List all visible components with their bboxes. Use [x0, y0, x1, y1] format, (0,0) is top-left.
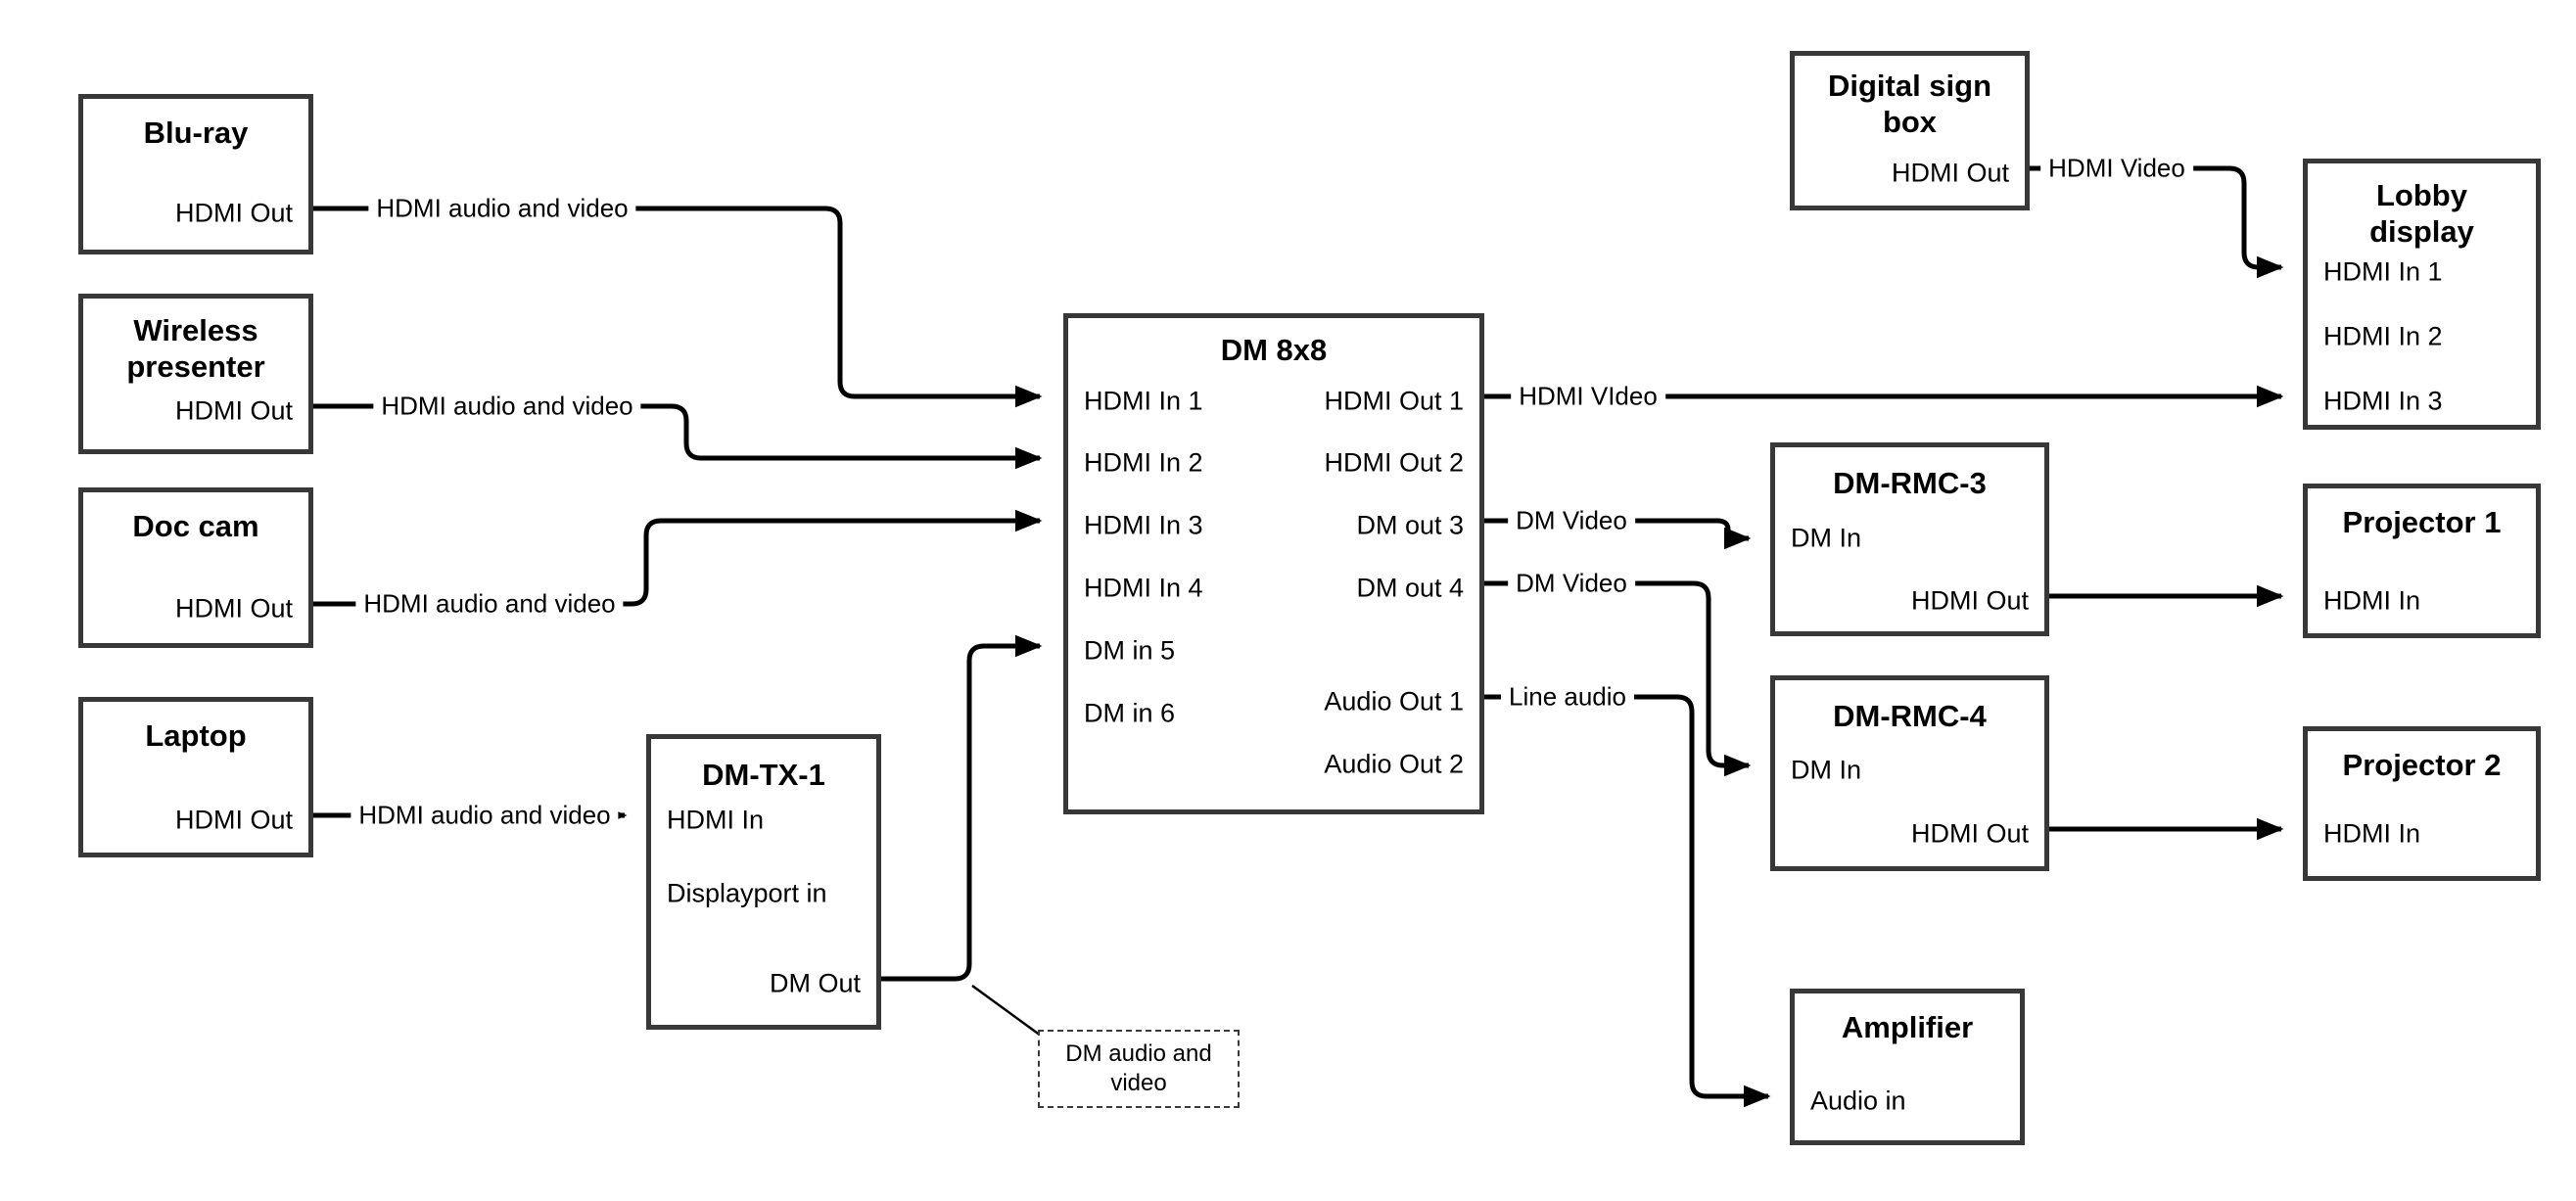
wire-label-hdmi-video-digisign: HDMI Video — [2040, 151, 2193, 186]
port-hdmi-out: HDMI Out — [1891, 158, 2009, 188]
wire-doccam-to-dm8x8-in3 — [313, 509, 1043, 607]
node-title: Blu-ray — [143, 115, 249, 150]
port-hdmi-out: HDMI Out — [174, 198, 293, 228]
port-hdmi-in-1: HDMI In 1 — [1084, 386, 1203, 416]
port-dm-in: DM In — [1791, 523, 1862, 553]
wire-wireless-to-dm8x8-in2 — [313, 403, 1043, 470]
port-displayport-in: Displayport in — [667, 878, 827, 908]
node-amplifier[interactable]: Amplifier Audio in — [1790, 989, 2025, 1145]
node-digital-sign-box[interactable]: Digital sign box HDMI Out — [1790, 51, 2030, 210]
wire-label-hdmi-audio-video-1: HDMI audio and video — [368, 191, 636, 226]
port-hdmi-out: HDMI Out — [174, 805, 293, 835]
port-hdmi-out: HDMI Out — [1910, 818, 2029, 849]
port-hdmi-in-2: HDMI In 2 — [2323, 321, 2443, 351]
wire-dm8x8-out4-to-dmrmc4-dmin — [1484, 580, 1752, 777]
wire-label-dm-video-out4: DM Video — [1508, 566, 1635, 601]
port-dm-out-3: DM out 3 — [1356, 510, 1464, 540]
node-lobby-display[interactable]: Lobby display HDMI In 1 HDMI In 2 HDMI I… — [2303, 159, 2541, 430]
port-hdmi-out: HDMI Out — [174, 395, 293, 426]
node-title: Laptop — [145, 718, 247, 753]
note-text: DM audio and video — [1065, 1040, 1212, 1096]
node-title: DM-RMC-4 — [1833, 699, 1987, 733]
port-hdmi-in-2: HDMI In 2 — [1084, 447, 1203, 478]
wire-dm8x8-audio1-to-amp — [1484, 694, 1771, 1108]
wire-label-hdmi-audio-video-3: HDMI audio and video — [355, 586, 624, 622]
node-projector-1[interactable]: Projector 1 HDMI In — [2303, 484, 2541, 638]
port-dm-out: DM Out — [769, 968, 861, 998]
node-projector-2[interactable]: Projector 2 HDMI In — [2303, 726, 2541, 881]
port-hdmi-out-1: HDMI Out 1 — [1324, 386, 1464, 416]
wire-label-line-audio: Line audio — [1501, 679, 1634, 715]
node-wireless-presenter[interactable]: Wireless presenter HDMI Out — [78, 294, 313, 454]
port-hdmi-in-1: HDMI In 1 — [2323, 256, 2443, 287]
port-hdmi-out: HDMI Out — [1910, 585, 2029, 616]
node-title: Digital sign box — [1827, 69, 1992, 139]
wire-dmtx1-dmout-to-dm8x8-in5 — [881, 634, 1043, 982]
wire-digisign-to-lobby-in1 — [2030, 165, 2284, 279]
node-title: Wireless presenter — [126, 313, 265, 384]
port-dm-in-5: DM in 5 — [1084, 635, 1176, 666]
port-dm-in: DM In — [1791, 755, 1862, 785]
node-dm-rmc-4[interactable]: DM-RMC-4 DM In HDMI Out — [1770, 675, 2049, 871]
port-hdmi-in-4: HDMI In 4 — [1084, 573, 1203, 603]
wire-label-dm-video-out3: DM Video — [1508, 503, 1635, 538]
port-hdmi-out-2: HDMI Out 2 — [1324, 447, 1464, 478]
port-hdmi-in: HDMI In — [2323, 818, 2421, 849]
node-doc-cam[interactable]: Doc cam HDMI Out — [78, 487, 313, 648]
wire-dm8x8-out3-to-dmrmc3-dmin — [1484, 518, 1752, 550]
node-dm-8x8[interactable]: DM 8x8 HDMI In 1 HDMI In 2 HDMI In 3 HDM… — [1063, 313, 1484, 814]
node-laptop[interactable]: Laptop HDMI Out — [78, 697, 313, 857]
node-dm-tx-1[interactable]: DM-TX-1 HDMI In Displayport in DM Out — [646, 734, 881, 1030]
port-hdmi-in-3: HDMI In 3 — [1084, 510, 1203, 540]
node-title: Projector 2 — [2342, 748, 2502, 782]
node-title: Doc cam — [132, 509, 259, 543]
node-title: DM 8x8 — [1220, 333, 1328, 367]
node-dm-rmc-3[interactable]: DM-RMC-3 DM In HDMI Out — [1770, 442, 2049, 636]
port-audio-out-1: Audio Out 1 — [1324, 686, 1464, 716]
wire-bluray-to-dm8x8-in1 — [313, 206, 1043, 408]
node-title: Projector 1 — [2342, 505, 2502, 539]
node-bluray[interactable]: Blu-ray HDMI Out — [78, 94, 313, 254]
wire-label-hdmi-audio-video-2: HDMI audio and video — [373, 389, 641, 424]
port-hdmi-in-3: HDMI In 3 — [2323, 386, 2443, 416]
port-hdmi-out: HDMI Out — [174, 593, 293, 624]
port-dm-in-6: DM in 6 — [1084, 698, 1176, 728]
note-dm-audio-and-video[interactable]: DM audio and video — [1038, 1030, 1240, 1108]
port-audio-in: Audio in — [1810, 1086, 1906, 1116]
node-title: Lobby display — [2369, 178, 2474, 249]
node-title: DM-RMC-3 — [1833, 466, 1987, 500]
wire-label-hdmi-video-out1: HDMI VIdeo — [1511, 379, 1665, 414]
port-audio-out-2: Audio Out 2 — [1324, 749, 1464, 779]
port-hdmi-in: HDMI In — [667, 805, 765, 835]
wire-label-hdmi-audio-video-4: HDMI audio and video — [351, 798, 619, 833]
note-leader-line — [971, 984, 1042, 1038]
node-title: DM-TX-1 — [702, 758, 825, 792]
node-title: Amplifier — [1841, 1010, 1974, 1044]
port-dm-out-4: DM out 4 — [1356, 573, 1464, 603]
port-hdmi-in: HDMI In — [2323, 585, 2421, 616]
